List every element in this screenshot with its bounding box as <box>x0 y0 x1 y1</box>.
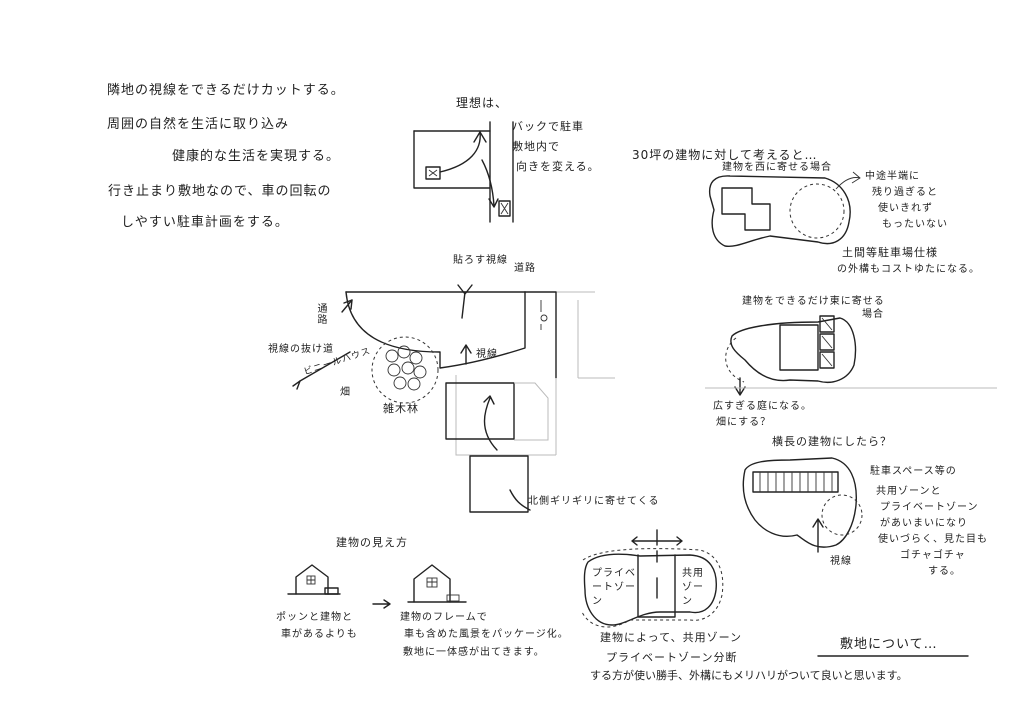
note-frame-3: 敷地に一体感が出てきます。 <box>403 647 545 658</box>
note-site-title: 敷地について… <box>840 637 938 652</box>
note-split-1: 建物によって、共用ゾーン <box>600 631 743 644</box>
note-ideal-2: 敷地内で <box>512 140 560 153</box>
note-pop-2: 車があるよりも <box>281 629 358 640</box>
note-split-2: プライベートゾーン分断 <box>606 651 738 664</box>
note-appearance: 建物の見え方 <box>336 536 408 549</box>
note-road-gaze-2: 道路 <box>514 263 536 274</box>
note-intro-1: 隣地の視線をできるだけカットする。 <box>107 83 345 98</box>
note-ideal-1: バックで駐車 <box>512 120 584 133</box>
note-case-east-1: 建物をできるだけ東に寄せる <box>742 296 885 307</box>
note-cost-1: 土間等駐車場仕様 <box>842 246 938 259</box>
east-building-sketch <box>705 315 997 396</box>
site-plan-sketch <box>292 284 615 513</box>
note-intro-2: 周囲の自然を生活に取り込み <box>107 117 290 132</box>
note-center-4: もったいない <box>882 219 948 230</box>
note-long-1: 横長の建物にしたら？ <box>772 435 892 448</box>
house-appearance-sketch <box>287 564 467 609</box>
note-case-east-2: 場合 <box>862 309 884 320</box>
note-frame-2: 車も含めた風景をパッケージ化。 <box>404 629 569 640</box>
note-long-6: 使いづらく、見た目も <box>878 534 988 545</box>
note-center-3: 使いきれず <box>878 203 933 214</box>
note-shared-zone: 共用ゾーン <box>682 568 704 607</box>
note-grove: 雑木林 <box>383 402 419 415</box>
note-intro-5: しやすい駐車計画をする。 <box>121 215 289 230</box>
note-ideal-3: 向きを変える。 <box>516 160 600 173</box>
note-center-2: 残り過ぎると <box>872 187 938 198</box>
west-building-sketch <box>708 171 861 248</box>
note-gaze-escape: 視線の抜け道 <box>268 344 334 355</box>
note-north-side: 北側ギリギリに寄せてくる <box>528 496 660 507</box>
zone-sketch <box>581 529 724 628</box>
note-long-5: があいまいになり <box>880 518 968 529</box>
note-field: 畑 <box>340 387 351 398</box>
note-garden-1: 広すぎる庭になる。 <box>713 401 812 412</box>
note-frame-1: 建物のフレームで <box>400 612 488 623</box>
note-gaze: 視線 <box>476 349 498 360</box>
note-pop-1: ポッンと建物と <box>276 612 353 623</box>
note-road-gaze-1: 貼ろす視線 <box>453 255 508 266</box>
note-garden-2: 畑にする？ <box>716 417 772 428</box>
note-intro-3: 健康的な生活を実現する。 <box>172 149 341 164</box>
note-case-west: 建物を西に寄せる場合 <box>722 162 832 173</box>
note-long-3: 共用ゾーンと <box>876 486 942 497</box>
note-gaze-2: 視線 <box>830 556 852 567</box>
note-ideal-title: 理想は、 <box>456 96 509 110</box>
note-private-zone: プライベートゾーン <box>592 568 636 607</box>
note-long-2: 駐車スペース等の <box>870 466 957 477</box>
note-cost-2: の外構もコストゆたになる。 <box>837 264 980 275</box>
long-building-sketch <box>742 457 863 553</box>
note-split-3: する方が使い勝手、外構にもメリハリがついて良いと思います。 <box>590 669 908 682</box>
note-long-8: する。 <box>928 566 961 577</box>
note-long-7: ゴチャゴチャ <box>900 550 966 561</box>
note-passage: 通路 <box>315 303 326 325</box>
note-center-1: 中途半端に <box>865 171 920 182</box>
note-intro-4: 行き止まり敷地なので、車の回転の <box>108 184 332 199</box>
ideal-parking-sketch <box>413 121 514 223</box>
note-long-4: プライベートゾーン <box>880 502 979 513</box>
note-thirty-tsubo: 30坪の建物に対して考えると… <box>632 148 818 162</box>
